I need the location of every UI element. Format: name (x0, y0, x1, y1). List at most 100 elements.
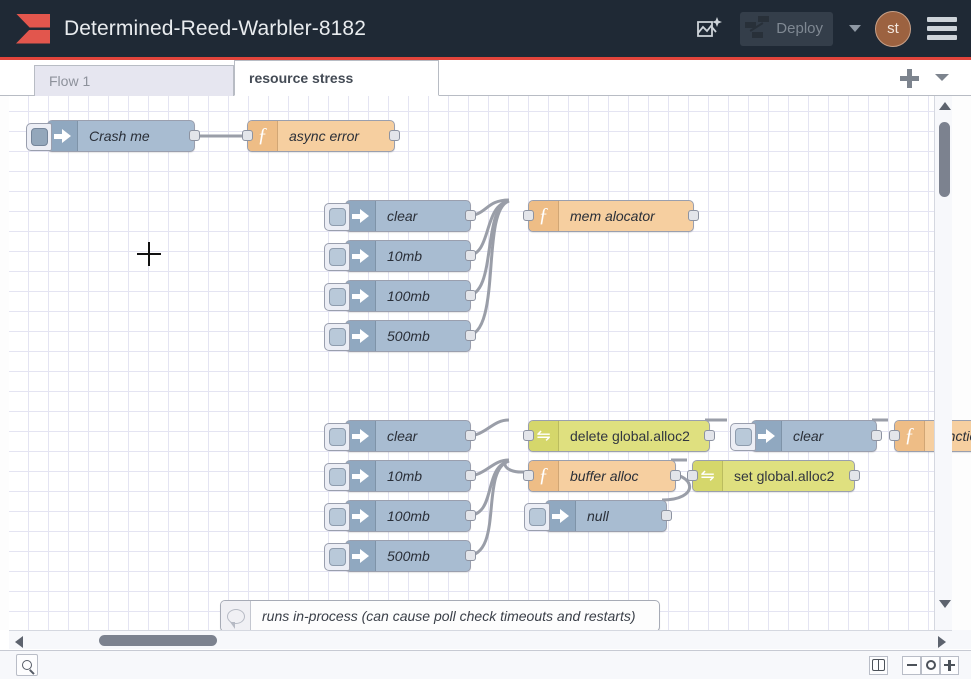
tab-list-chevron-down-icon[interactable] (935, 74, 949, 81)
node-inject-null[interactable]: null (524, 500, 672, 532)
scrollbar-corner (952, 630, 971, 649)
node-label: 10mb (387, 248, 423, 264)
inject-trigger-button[interactable] (324, 423, 350, 451)
inject-icon (346, 541, 376, 571)
horizontal-scrollbar[interactable] (9, 630, 952, 649)
node-inject-clear-a[interactable]: clear (324, 200, 476, 232)
function-icon: ƒ (248, 121, 278, 151)
node-label: clear (387, 428, 418, 444)
inject-trigger-button[interactable] (324, 543, 350, 571)
node-output-port[interactable] (465, 430, 476, 441)
node-output-port[interactable] (704, 430, 715, 441)
image-sparkle-icon[interactable] (684, 7, 734, 51)
inject-icon (346, 501, 376, 531)
node-inject-10mb-a[interactable]: 10mb (324, 240, 476, 272)
node-output-port[interactable] (465, 330, 476, 341)
node-input-port[interactable] (242, 130, 253, 141)
node-inject-clear-c[interactable]: clear (730, 420, 882, 452)
flow-workspace[interactable]: Crash me ƒ async error clear 10mb (0, 96, 971, 630)
function-icon: ƒ (895, 421, 925, 451)
node-label: Crash me (89, 128, 150, 144)
node-label: 500mb (387, 548, 430, 564)
node-function-mem-alocator[interactable]: ƒ mem alocator (523, 200, 699, 232)
node-inject-100mb-a[interactable]: 100mb (324, 280, 476, 312)
node-function-buffer-alloc[interactable]: ƒ buffer alloc (523, 460, 681, 492)
node-input-port[interactable] (889, 430, 900, 441)
node-output-port[interactable] (661, 510, 672, 521)
node-output-port[interactable] (389, 130, 400, 141)
horizontal-scrollbar-thumb[interactable] (99, 635, 217, 646)
inject-icon (346, 201, 376, 231)
node-label: clear (387, 208, 418, 224)
node-label: null (587, 508, 609, 524)
inject-trigger-button[interactable] (324, 463, 350, 491)
node-output-port[interactable] (465, 550, 476, 561)
avatar[interactable]: st (875, 10, 911, 47)
scroll-down-arrow-icon[interactable] (939, 600, 951, 608)
node-function-async-error[interactable]: ƒ async error (242, 120, 400, 152)
node-change-delete-global-alloc2[interactable]: ⇋ delete global.alloc2 (523, 420, 715, 452)
node-label: runs in-process (can cause poll check ti… (262, 608, 636, 624)
navigator-map-icon[interactable] (869, 655, 888, 675)
node-output-port[interactable] (189, 130, 200, 141)
node-output-port[interactable] (465, 250, 476, 261)
crosshair-cursor (137, 242, 161, 266)
chevron-down-icon[interactable] (849, 25, 861, 32)
node-output-port[interactable] (849, 470, 860, 481)
inject-trigger-button[interactable] (730, 423, 756, 451)
node-output-port[interactable] (465, 470, 476, 481)
vertical-scrollbar[interactable] (934, 96, 952, 630)
inject-trigger-button[interactable] (324, 323, 350, 351)
scroll-left-arrow-icon[interactable] (15, 636, 23, 648)
scroll-up-arrow-icon[interactable] (939, 102, 951, 110)
node-label: 100mb (387, 508, 430, 524)
inject-trigger-button[interactable] (26, 123, 52, 151)
node-input-port[interactable] (687, 470, 698, 481)
tab-flow-1[interactable]: Flow 1 (34, 65, 234, 96)
node-label: clear (793, 428, 824, 444)
add-flow-plus-icon[interactable] (899, 68, 919, 88)
inject-icon (346, 241, 376, 271)
vertical-scrollbar-thumb[interactable] (939, 122, 950, 197)
node-inject-100mb-b[interactable]: 100mb (324, 500, 476, 532)
inject-icon (346, 421, 376, 451)
node-output-port[interactable] (871, 430, 882, 441)
node-inject-500mb-a[interactable]: 500mb (324, 320, 476, 352)
node-input-port[interactable] (523, 210, 534, 221)
node-inject-clear-b[interactable]: clear (324, 420, 476, 452)
search-icon[interactable] (16, 654, 38, 676)
zoom-reset-circle-icon[interactable] (921, 655, 940, 675)
node-output-port[interactable] (465, 210, 476, 221)
inject-trigger-button[interactable] (324, 503, 350, 531)
tab-resource-stress[interactable]: resource stress (234, 60, 439, 96)
node-inject-crash-me[interactable]: Crash me (26, 120, 200, 152)
inject-trigger-button[interactable] (524, 503, 550, 531)
node-inject-10mb-b[interactable]: 10mb (324, 460, 476, 492)
zoom-out-minus-icon[interactable] (902, 655, 921, 675)
node-label: buffer alloc (570, 468, 639, 484)
node-input-port[interactable] (523, 430, 534, 441)
inject-trigger-button[interactable] (324, 283, 350, 311)
deploy-button[interactable]: Deploy (740, 11, 833, 46)
node-output-port[interactable] (688, 210, 699, 221)
page-title: Determined-Reed-Warbler-8182 (64, 16, 366, 40)
node-output-port[interactable] (465, 510, 476, 521)
flow-tab-bar: Flow 1 resource stress (0, 60, 971, 96)
canvas-grid[interactable]: Crash me ƒ async error clear 10mb (9, 96, 971, 630)
node-comment[interactable]: runs in-process (can cause poll check ti… (220, 600, 660, 630)
node-output-port[interactable] (670, 470, 681, 481)
comment-icon (221, 601, 251, 630)
node-input-port[interactable] (523, 470, 534, 481)
node-output-port[interactable] (465, 290, 476, 301)
inject-trigger-button[interactable] (324, 203, 350, 231)
node-label: 500mb (387, 328, 430, 344)
node-change-set-global-alloc2[interactable]: ⇋ set global.alloc2 (687, 460, 860, 492)
scroll-right-arrow-icon[interactable] (938, 636, 946, 648)
flow-canvas[interactable]: Crash me ƒ async error clear 10mb (9, 96, 971, 630)
node-inject-500mb-b[interactable]: 500mb (324, 540, 476, 572)
node-function-function[interactable]: ƒ function (889, 420, 971, 452)
node-label: 100mb (387, 288, 430, 304)
inject-trigger-button[interactable] (324, 243, 350, 271)
zoom-in-plus-icon[interactable] (940, 655, 959, 675)
hamburger-menu-icon[interactable] (927, 13, 957, 44)
